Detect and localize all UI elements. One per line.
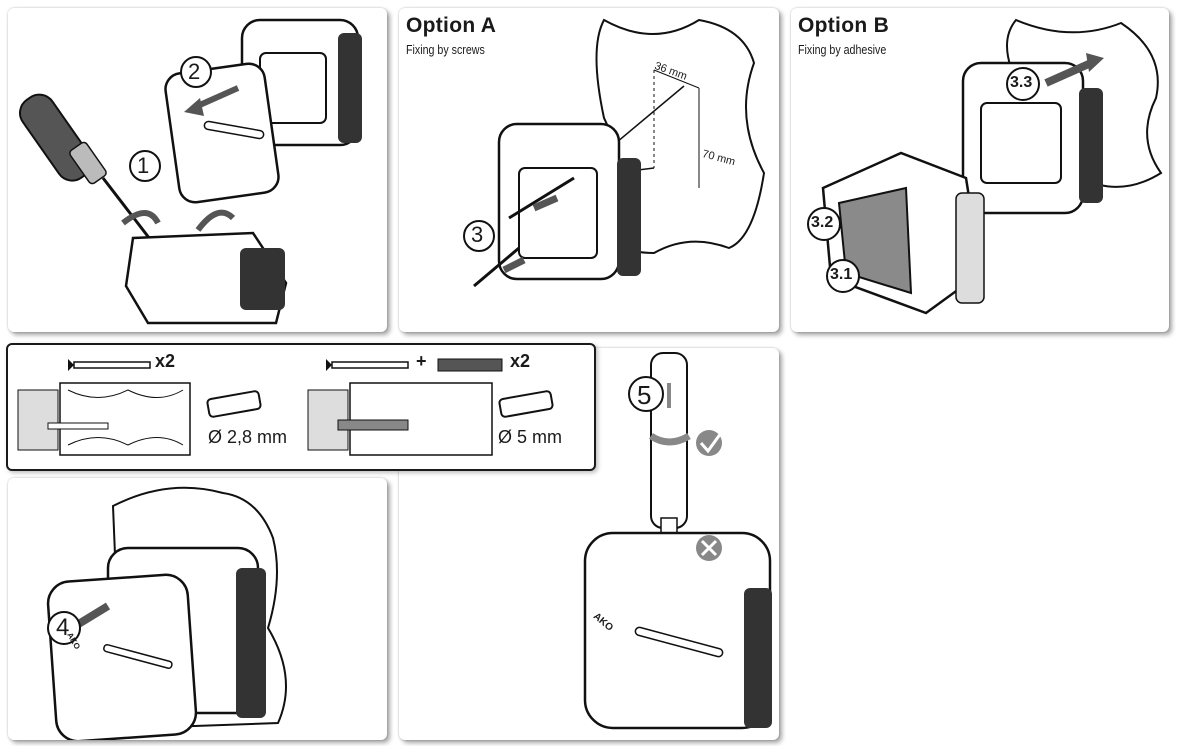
option-b-illustration (807, 18, 1163, 315)
option-b-subtitle: Fixing by adhesive (798, 42, 887, 57)
step-3-3-number: 3.3 (1010, 74, 1033, 91)
panel-option-b: Option B Fixing by adhesive 3.3 3.2 3.1 (791, 8, 1169, 332)
fixing-illustrations (17, 358, 554, 456)
step-3-2-number: 3.2 (811, 214, 834, 231)
panel-open-device: 2 1 (8, 8, 387, 332)
option-a-illustration (463, 18, 766, 288)
option-a-subtitle: Fixing by screws (406, 42, 485, 57)
right-drill-size: Ø 5 mm (498, 427, 563, 447)
fixing-callout: x2 Ø 2,8 mm + x2 Ø 5 mm (6, 343, 596, 471)
option-a-title: Option A (406, 14, 497, 37)
option-b-title: Option B (798, 14, 890, 37)
step-5-number: 5 (637, 380, 652, 410)
step-1-number: 1 (137, 153, 150, 178)
close-cover-illustration (46, 486, 287, 740)
left-drill-size: Ø 2,8 mm (208, 427, 288, 447)
left-quantity: x2 (155, 351, 176, 371)
tighten-screw-illustration (583, 352, 772, 730)
step-2-number: 2 (188, 59, 201, 84)
panel-option-a: Option A Fixing by screws 36 mm 70 mm 3 (399, 8, 779, 332)
step-3-number: 3 (471, 222, 484, 247)
step-4-number: 4 (56, 614, 70, 641)
step-3-1-number: 3.1 (830, 266, 853, 283)
open-device-illustration (19, 18, 362, 325)
plus-sign: + (416, 351, 427, 371)
panel-close-cover: 4 AKO (8, 478, 387, 740)
right-quantity: x2 (510, 351, 531, 371)
